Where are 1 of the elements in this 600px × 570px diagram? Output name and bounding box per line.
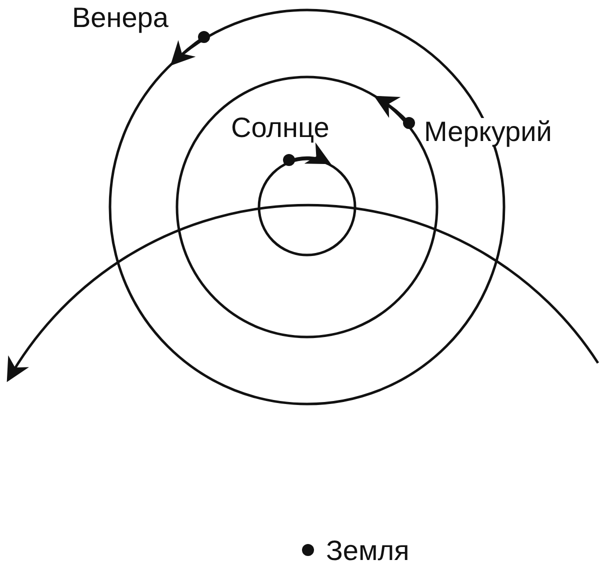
- planet-label: Меркурий: [424, 118, 552, 146]
